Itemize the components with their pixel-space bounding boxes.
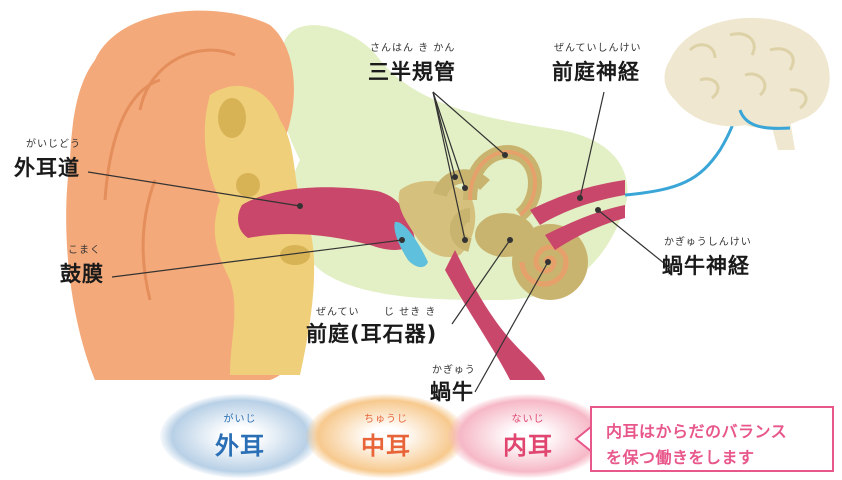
label-zentei: 前庭(耳石器) — [306, 322, 438, 346]
callout-line-2: を保つ働きをします — [606, 448, 755, 467]
concha-shadow-2 — [236, 173, 260, 197]
label-zentei-ruby-b: じ せき き — [384, 307, 437, 318]
zone-outer-ear-label: 外耳 — [215, 432, 265, 460]
label-zenteishinkei-ruby: ぜんていしんけい — [554, 43, 642, 54]
callout-line-1: 内耳はからだのバランス — [606, 422, 788, 441]
eardrum — [394, 221, 428, 268]
label-komaku: 鼓膜 — [60, 262, 104, 286]
zone-middle-ear-label: 中耳 — [361, 432, 411, 460]
concha-shadow-3 — [280, 245, 310, 265]
auricle-fold — [138, 48, 236, 111]
callout-box: 内耳はからだのバランス を保つ働きをします — [590, 406, 834, 472]
leader-lines — [87, 91, 671, 393]
label-sanhankikan-ruby: さんはん き かん — [370, 43, 456, 54]
zone-inner-ear-label: 内耳 — [503, 432, 553, 460]
label-kagyushinkei: 蝸牛神経 — [662, 254, 750, 278]
zone-inner-ear-ruby: ないじ — [511, 414, 545, 425]
zone-middle-ear — [306, 394, 466, 478]
brain-folds — [688, 32, 808, 110]
ear-anatomy-illustration — [66, 10, 830, 393]
auricle-fold-3 — [141, 179, 157, 301]
nerve-line-brain — [738, 109, 791, 130]
cochlea-spiral — [519, 244, 569, 287]
leader-dots — [297, 152, 601, 265]
label-gaijido-ruby: がいじどう — [26, 139, 81, 150]
label-kagyu: 蝸牛 — [430, 380, 474, 404]
label-zentei-ruby-a: ぜんてい — [316, 307, 360, 318]
eustachian-tube — [445, 250, 545, 380]
label-kagyushinkei-ruby: かぎゅうしんけい — [664, 237, 752, 248]
label-gaijido: 外耳道 — [14, 156, 80, 180]
label-kagyu-ruby: かぎゅう — [432, 365, 476, 376]
label-zenteishinkei: 前庭神経 — [552, 60, 640, 84]
zone-outer-ear — [160, 394, 320, 478]
label-komaku-ruby: こまく — [68, 245, 101, 256]
zone-middle-ear-ruby: ちゅうじ — [364, 414, 408, 425]
vestibular-nerve — [530, 180, 625, 225]
semicircular-canals-inner — [468, 150, 537, 217]
callout-pointer — [574, 425, 593, 453]
zone-outer-ear-ruby: がいじ — [223, 414, 257, 425]
concha-shadow — [218, 98, 246, 138]
brainstem — [770, 120, 795, 150]
label-sanhankikan: 三半規管 — [368, 60, 456, 84]
auricle-fold-2 — [103, 78, 161, 201]
